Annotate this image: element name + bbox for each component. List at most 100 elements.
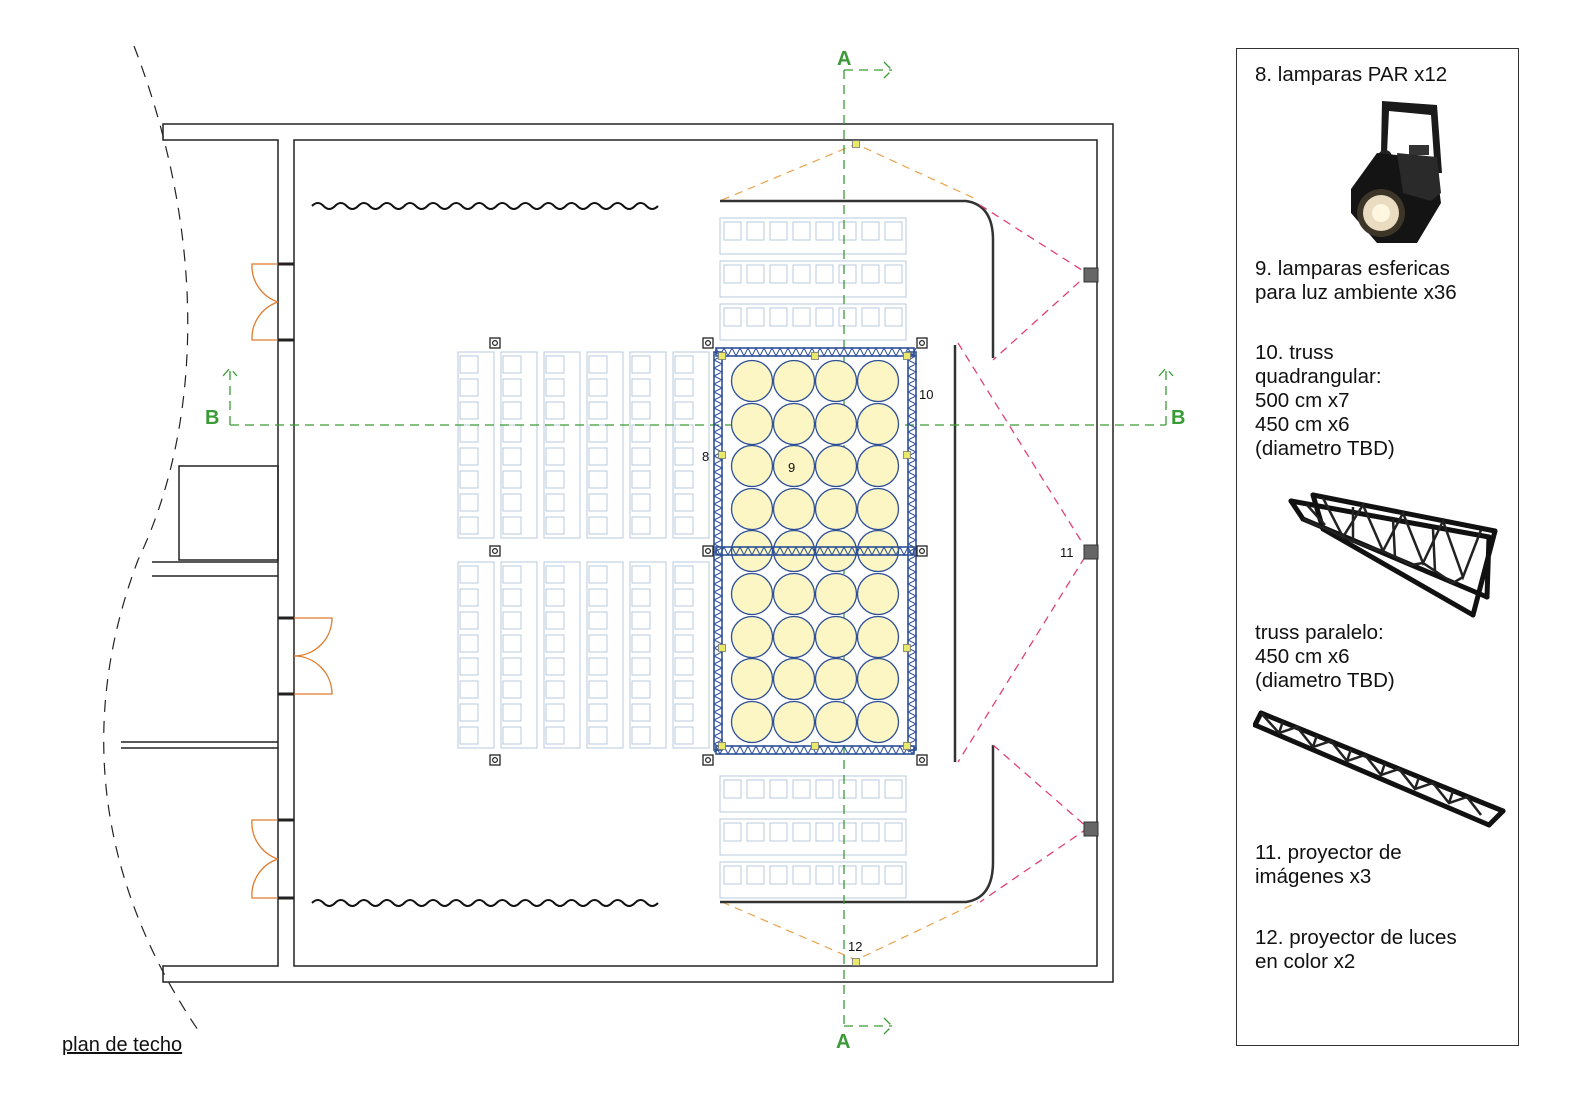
par-lamp xyxy=(811,352,819,360)
section-label-a-top: A xyxy=(837,48,851,70)
seat xyxy=(631,516,651,535)
seat xyxy=(588,516,608,535)
seat xyxy=(588,470,608,489)
seat xyxy=(631,424,651,443)
curtain-bottom xyxy=(311,899,659,907)
par-lamp xyxy=(852,958,860,966)
seat xyxy=(459,657,479,676)
legend-item-10: 10. truss quadrangular: 500 cm x7 450 cm… xyxy=(1255,341,1395,460)
seat xyxy=(502,634,522,653)
seat xyxy=(861,221,880,241)
seat-row xyxy=(719,818,907,856)
sphere-lamp xyxy=(856,402,900,446)
section-label-a-bottom: A xyxy=(836,1031,850,1053)
seat xyxy=(815,221,834,241)
seat xyxy=(769,221,788,241)
seat xyxy=(459,516,479,535)
outer-wall xyxy=(162,123,1114,983)
seat-row xyxy=(719,260,907,298)
seat xyxy=(792,221,811,241)
truss-post-dot xyxy=(918,756,925,763)
parallel-truss-icon xyxy=(1253,710,1506,828)
seat-row xyxy=(719,861,907,899)
seat xyxy=(545,424,565,443)
seat-row xyxy=(457,561,495,749)
truss-post xyxy=(489,754,501,766)
seat xyxy=(588,726,608,745)
seat-row xyxy=(543,351,581,539)
side-rooms xyxy=(121,465,279,749)
seat-row xyxy=(629,351,667,539)
sphere-lamp xyxy=(730,444,774,488)
section-line-a xyxy=(843,61,893,1035)
seat xyxy=(674,680,694,699)
seat xyxy=(792,307,811,327)
seat xyxy=(545,657,565,676)
par-lamp xyxy=(718,742,726,750)
seat xyxy=(861,779,880,799)
image-projectors xyxy=(1083,267,1099,837)
seat xyxy=(459,565,479,584)
truss-post xyxy=(702,754,714,766)
seat xyxy=(459,447,479,466)
seat xyxy=(459,424,479,443)
seat xyxy=(588,565,608,584)
seat xyxy=(674,516,694,535)
seat xyxy=(861,264,880,284)
marker-11: 11 xyxy=(1060,545,1074,560)
legend-item-10b: truss paralelo: 450 cm x6 (diametro TBD) xyxy=(1255,621,1395,692)
sphere-lamp xyxy=(856,572,900,616)
par-lamp xyxy=(903,352,911,360)
seat xyxy=(502,493,522,512)
seat xyxy=(545,565,565,584)
seat xyxy=(861,307,880,327)
seat xyxy=(459,726,479,745)
sphere-lamp xyxy=(730,402,774,446)
truss-post xyxy=(916,754,928,766)
legend-item-9: 9. lamparas esfericas para luz ambiente … xyxy=(1255,257,1457,304)
legend-item-12: 12. proyector de luces en color x2 xyxy=(1255,926,1457,973)
par-lamps xyxy=(718,140,911,966)
seat xyxy=(459,588,479,607)
seat xyxy=(631,401,651,420)
sphere-lamp xyxy=(814,572,858,616)
truss-lattice xyxy=(715,745,917,756)
sphere-lamp xyxy=(814,529,858,573)
seat xyxy=(631,378,651,397)
sphere-lamp xyxy=(814,359,858,403)
seat xyxy=(588,447,608,466)
seat xyxy=(746,221,765,241)
seat xyxy=(459,355,479,374)
seat xyxy=(502,680,522,699)
seat xyxy=(545,470,565,489)
sphere-lamp xyxy=(772,487,816,531)
par-lamp-icon xyxy=(1351,101,1442,243)
sphere-lamp xyxy=(730,487,774,531)
seat xyxy=(588,588,608,607)
truss-post xyxy=(489,337,501,349)
seat xyxy=(459,634,479,653)
sphere-lamp xyxy=(772,615,816,659)
legend-item-11: 11. proyector de imágenes x3 xyxy=(1255,841,1402,888)
seat-row xyxy=(719,775,907,813)
seat xyxy=(674,401,694,420)
seat xyxy=(884,779,903,799)
seat xyxy=(588,401,608,420)
seat xyxy=(588,703,608,722)
truss-post-dot xyxy=(704,340,711,347)
sphere-lamp xyxy=(772,657,816,701)
sphere-lamp xyxy=(772,359,816,403)
seat xyxy=(459,470,479,489)
par-lamp xyxy=(718,451,726,459)
seat xyxy=(631,447,651,466)
marker-10: 10 xyxy=(919,387,933,402)
par-lamp xyxy=(903,742,911,750)
seat xyxy=(861,822,880,842)
seat xyxy=(884,307,903,327)
seat xyxy=(459,611,479,630)
building-edge-curve xyxy=(103,45,199,1031)
seat xyxy=(838,865,857,885)
sphere-lamp xyxy=(814,444,858,488)
seat xyxy=(545,588,565,607)
seat xyxy=(545,355,565,374)
